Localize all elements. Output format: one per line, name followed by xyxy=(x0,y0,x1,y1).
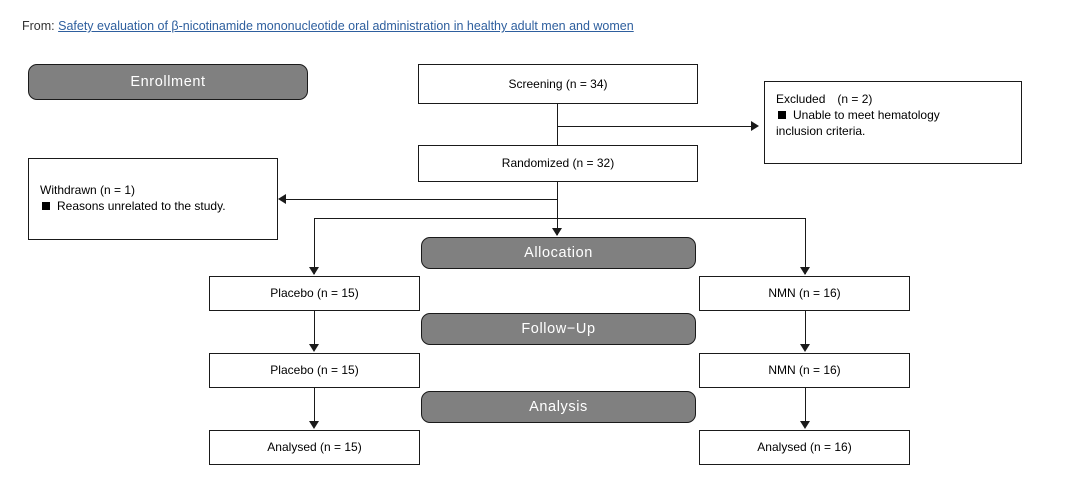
node-screening-label: Screening (n = 34) xyxy=(508,76,608,91)
node-withdrawn: Withdrawn (n = 1) Reasons unrelated to t… xyxy=(28,158,278,240)
node-screening: Screening (n = 34) xyxy=(418,64,698,104)
bullet-square-icon xyxy=(778,111,786,120)
node-randomized-label: Randomized (n = 32) xyxy=(501,156,615,171)
source-article-link[interactable]: Safety evaluation of β-nicotinamide mono… xyxy=(58,19,634,33)
node-withdrawn-line2: Reasons unrelated to the study. xyxy=(57,199,226,214)
connector-nmn-to-analysis xyxy=(805,388,806,427)
node-placebo-allocation-label: Placebo (n = 15) xyxy=(270,286,359,301)
node-placebo-analysis: Analysed (n = 15) xyxy=(209,430,420,465)
node-withdrawn-line1: Withdrawn (n = 1) xyxy=(40,183,136,197)
stage-banner-followup: Follow−Up xyxy=(421,313,696,345)
connector-allocation-split xyxy=(314,218,806,219)
connector-screening-to-excluded xyxy=(557,126,752,127)
node-nmn-analysis: Analysed (n = 16) xyxy=(699,430,910,465)
stage-label-followup: Follow−Up xyxy=(521,321,596,337)
stage-banner-analysis: Analysis xyxy=(421,391,696,423)
stage-banner-enrollment: Enrollment xyxy=(28,64,308,100)
stage-banner-allocation: Allocation xyxy=(421,237,696,269)
node-randomized: Randomized (n = 32) xyxy=(418,145,698,182)
node-placebo-followup-label: Placebo (n = 15) xyxy=(270,363,359,378)
arrowhead-to-nmn-analysis xyxy=(800,421,810,429)
node-nmn-followup: NMN (n = 16) xyxy=(699,353,910,388)
connector-placebo-to-followup xyxy=(314,311,315,350)
arrowhead-to-placebo-analysis xyxy=(309,421,319,429)
arrowhead-to-nmn-allocation xyxy=(800,267,810,275)
node-nmn-analysis-label: Analysed (n = 16) xyxy=(757,440,852,455)
source-label: From: xyxy=(22,19,55,33)
node-excluded: Excluded (n = 2) Unable to meet hematolo… xyxy=(764,81,1022,164)
node-withdrawn-line2-wrap: Reasons unrelated to the study. xyxy=(40,198,226,214)
arrowhead-randomized-trunk xyxy=(552,228,562,236)
stage-label-analysis: Analysis xyxy=(529,399,588,415)
node-placebo-allocation: Placebo (n = 15) xyxy=(209,276,420,311)
connector-randomized-trunk xyxy=(557,182,558,235)
arrowhead-to-excluded xyxy=(751,121,759,131)
stage-label-allocation: Allocation xyxy=(524,245,593,261)
connector-split-right-drop xyxy=(805,218,806,274)
arrowhead-to-withdrawn xyxy=(278,194,286,204)
node-excluded-line1: Excluded (n = 2) xyxy=(776,92,873,106)
node-placebo-followup: Placebo (n = 15) xyxy=(209,353,420,388)
arrowhead-to-placebo-followup xyxy=(309,344,319,352)
arrowhead-to-nmn-followup xyxy=(800,344,810,352)
node-nmn-followup-label: NMN (n = 16) xyxy=(768,363,841,378)
node-placebo-analysis-label: Analysed (n = 15) xyxy=(267,440,362,455)
connector-nmn-to-followup xyxy=(805,311,806,350)
node-nmn-allocation: NMN (n = 16) xyxy=(699,276,910,311)
connector-screening-to-randomized xyxy=(557,104,558,147)
source-citation: From: Safety evaluation of β-nicotinamid… xyxy=(22,19,634,33)
node-nmn-allocation-label: NMN (n = 16) xyxy=(768,286,841,301)
bullet-square-icon xyxy=(42,202,50,211)
stage-label-enrollment: Enrollment xyxy=(130,74,206,90)
connector-randomized-to-withdrawn xyxy=(286,199,558,200)
connector-split-left-drop xyxy=(314,218,315,274)
arrowhead-to-placebo-allocation xyxy=(309,267,319,275)
node-excluded-line3: inclusion criteria. xyxy=(776,124,866,139)
node-excluded-line2: Unable to meet hematology xyxy=(793,108,940,123)
node-excluded-line2-wrap: Unable to meet hematology xyxy=(776,107,940,123)
connector-placebo-to-analysis xyxy=(314,388,315,427)
